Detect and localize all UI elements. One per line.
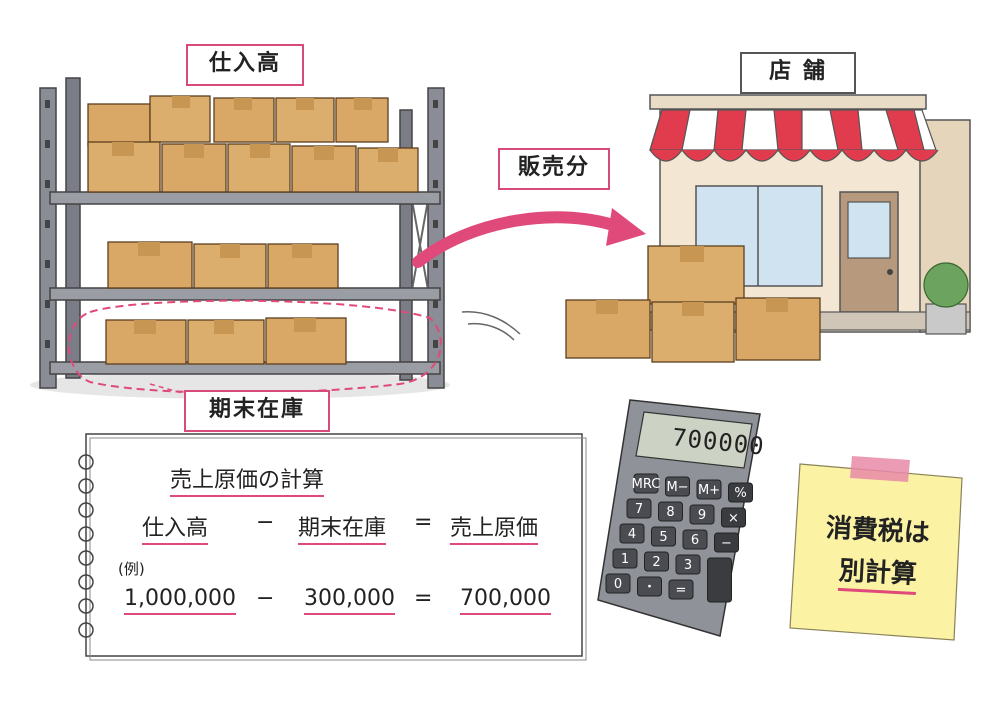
calculator: MRC M− M+% 7 8 9 × 4 5 6 − 1 2 3 0 ・ = bbox=[597, 399, 761, 637]
sold-label: 販売分 bbox=[498, 148, 610, 190]
calculator-key-label: 0 bbox=[614, 577, 622, 592]
formula-term2-text: 期末在庫 bbox=[298, 516, 387, 545]
example-v2-text: 300,000 bbox=[304, 586, 395, 615]
note-title-text: 売上原価の計算 bbox=[170, 468, 325, 497]
sticky-line2-text: 別計算 bbox=[837, 555, 918, 596]
formula-result: 売上原価 bbox=[450, 510, 539, 545]
calculator-key-label: − bbox=[721, 536, 732, 551]
calculator-key-label: × bbox=[728, 511, 739, 526]
sticky-line1: 消費税は bbox=[825, 513, 931, 549]
calculator-key-label: 2 bbox=[652, 555, 660, 570]
notepad bbox=[78, 433, 587, 661]
calculator-key: M− bbox=[665, 476, 690, 497]
calculator-key: % bbox=[728, 482, 753, 503]
calculator-key-label: M+ bbox=[698, 483, 720, 498]
calculator-key: 9 bbox=[689, 504, 715, 525]
calculator-key-label: 3 bbox=[684, 558, 692, 573]
boxes-middle-shelf bbox=[107, 241, 339, 289]
calculator-key: − bbox=[714, 532, 739, 553]
example-result-text: 700,000 bbox=[460, 586, 551, 615]
formula-op1: − bbox=[256, 510, 275, 535]
shop-label: 店 舗 bbox=[740, 52, 856, 94]
calculator-key: = bbox=[668, 579, 694, 600]
calculator-key-label: M− bbox=[666, 480, 688, 495]
calculator-key-label: 8 bbox=[666, 505, 674, 520]
sold-arrow bbox=[412, 211, 628, 268]
sticky-note bbox=[789, 456, 963, 641]
calculator-key: 2 bbox=[644, 551, 669, 572]
calculator-key-label: 1 bbox=[621, 552, 629, 567]
calculator-key: 5 bbox=[651, 526, 676, 547]
sticky-line2: 別計算 bbox=[807, 548, 949, 596]
calculator-key-label: 7 bbox=[635, 502, 643, 517]
calculator-key-label: % bbox=[734, 486, 746, 501]
ending-inventory-highlight bbox=[68, 299, 442, 394]
formula-term1: 仕入高 bbox=[142, 510, 209, 545]
example-result: 700,000 bbox=[460, 586, 551, 615]
example-label: (例) bbox=[118, 560, 145, 578]
calculator-key: 0 bbox=[605, 573, 631, 594]
calculator-key: 3 bbox=[675, 554, 701, 575]
motion-lines bbox=[461, 311, 521, 341]
calculator-key: 4 bbox=[619, 523, 645, 544]
example-v2: 300,000 bbox=[304, 586, 395, 615]
note-title: 売上原価の計算 bbox=[170, 462, 325, 497]
example-v1: 1,000,000 bbox=[124, 586, 236, 615]
calculator-key-label: ・ bbox=[643, 580, 656, 595]
calculator-key: MRC bbox=[632, 473, 661, 494]
calculator-key-label: MRC bbox=[632, 477, 661, 492]
calculator-key: 8 bbox=[658, 501, 683, 522]
example-eq: = bbox=[414, 586, 433, 611]
example-v1-text: 1,000,000 bbox=[124, 586, 236, 615]
ending-inventory-label: 期末在庫 bbox=[184, 390, 330, 432]
calculator-key: 6 bbox=[682, 529, 708, 550]
calculator-key: × bbox=[721, 507, 746, 528]
formula-eq: = bbox=[414, 510, 433, 535]
calculator-key: 7 bbox=[626, 498, 652, 519]
calculator-key-label: = bbox=[676, 583, 687, 598]
calculator-key-label: 5 bbox=[659, 530, 667, 545]
formula-term2: 期末在庫 bbox=[298, 510, 387, 545]
calculator-key-label: 6 bbox=[691, 533, 699, 548]
calculator-key: M+ bbox=[696, 479, 722, 500]
boxes-bottom-shelf bbox=[105, 317, 347, 365]
calculator-key: ・ bbox=[637, 576, 662, 597]
calculator-key-label: 9 bbox=[698, 508, 706, 523]
calculator-key: 1 bbox=[612, 548, 638, 569]
boxes-sold bbox=[565, 245, 821, 363]
calculator-key-label: 4 bbox=[628, 527, 636, 542]
calculator-key bbox=[707, 557, 732, 603]
formula-result-text: 売上原価 bbox=[450, 516, 539, 545]
boxes-top-shelf bbox=[87, 95, 419, 193]
purchases-label: 仕入高 bbox=[186, 44, 304, 86]
formula-term1-text: 仕入高 bbox=[142, 516, 209, 545]
example-op1: − bbox=[256, 586, 275, 611]
